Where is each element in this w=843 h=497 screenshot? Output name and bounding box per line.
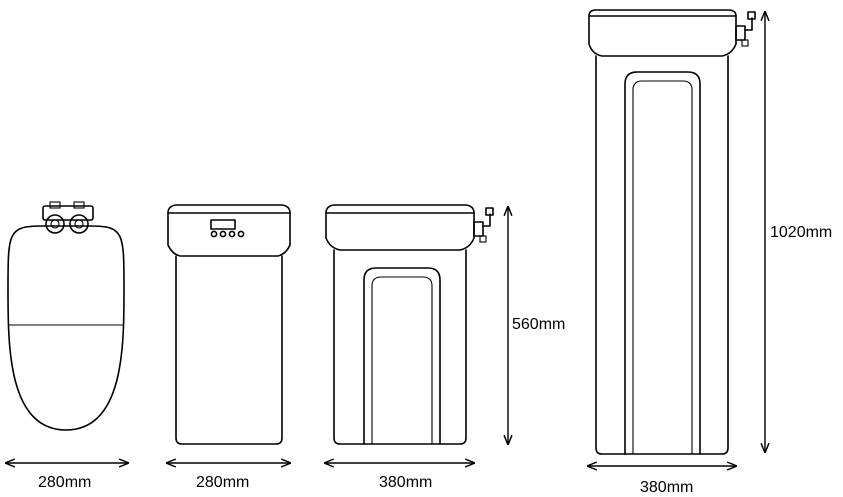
front-view-unit bbox=[167, 204, 291, 445]
view1-width-label: 280mm bbox=[38, 474, 92, 491]
tall-view-unit bbox=[588, 9, 756, 455]
view3-width-label: 380mm bbox=[379, 474, 433, 491]
view3-height-label: 560mm bbox=[512, 316, 566, 333]
side-view-unit bbox=[325, 204, 494, 445]
top-view-unit bbox=[7, 201, 125, 431]
view4-height-label: 1020mm bbox=[770, 224, 833, 241]
view2-width-label: 280mm bbox=[196, 474, 250, 491]
view4-width-label: 380mm bbox=[640, 479, 694, 496]
